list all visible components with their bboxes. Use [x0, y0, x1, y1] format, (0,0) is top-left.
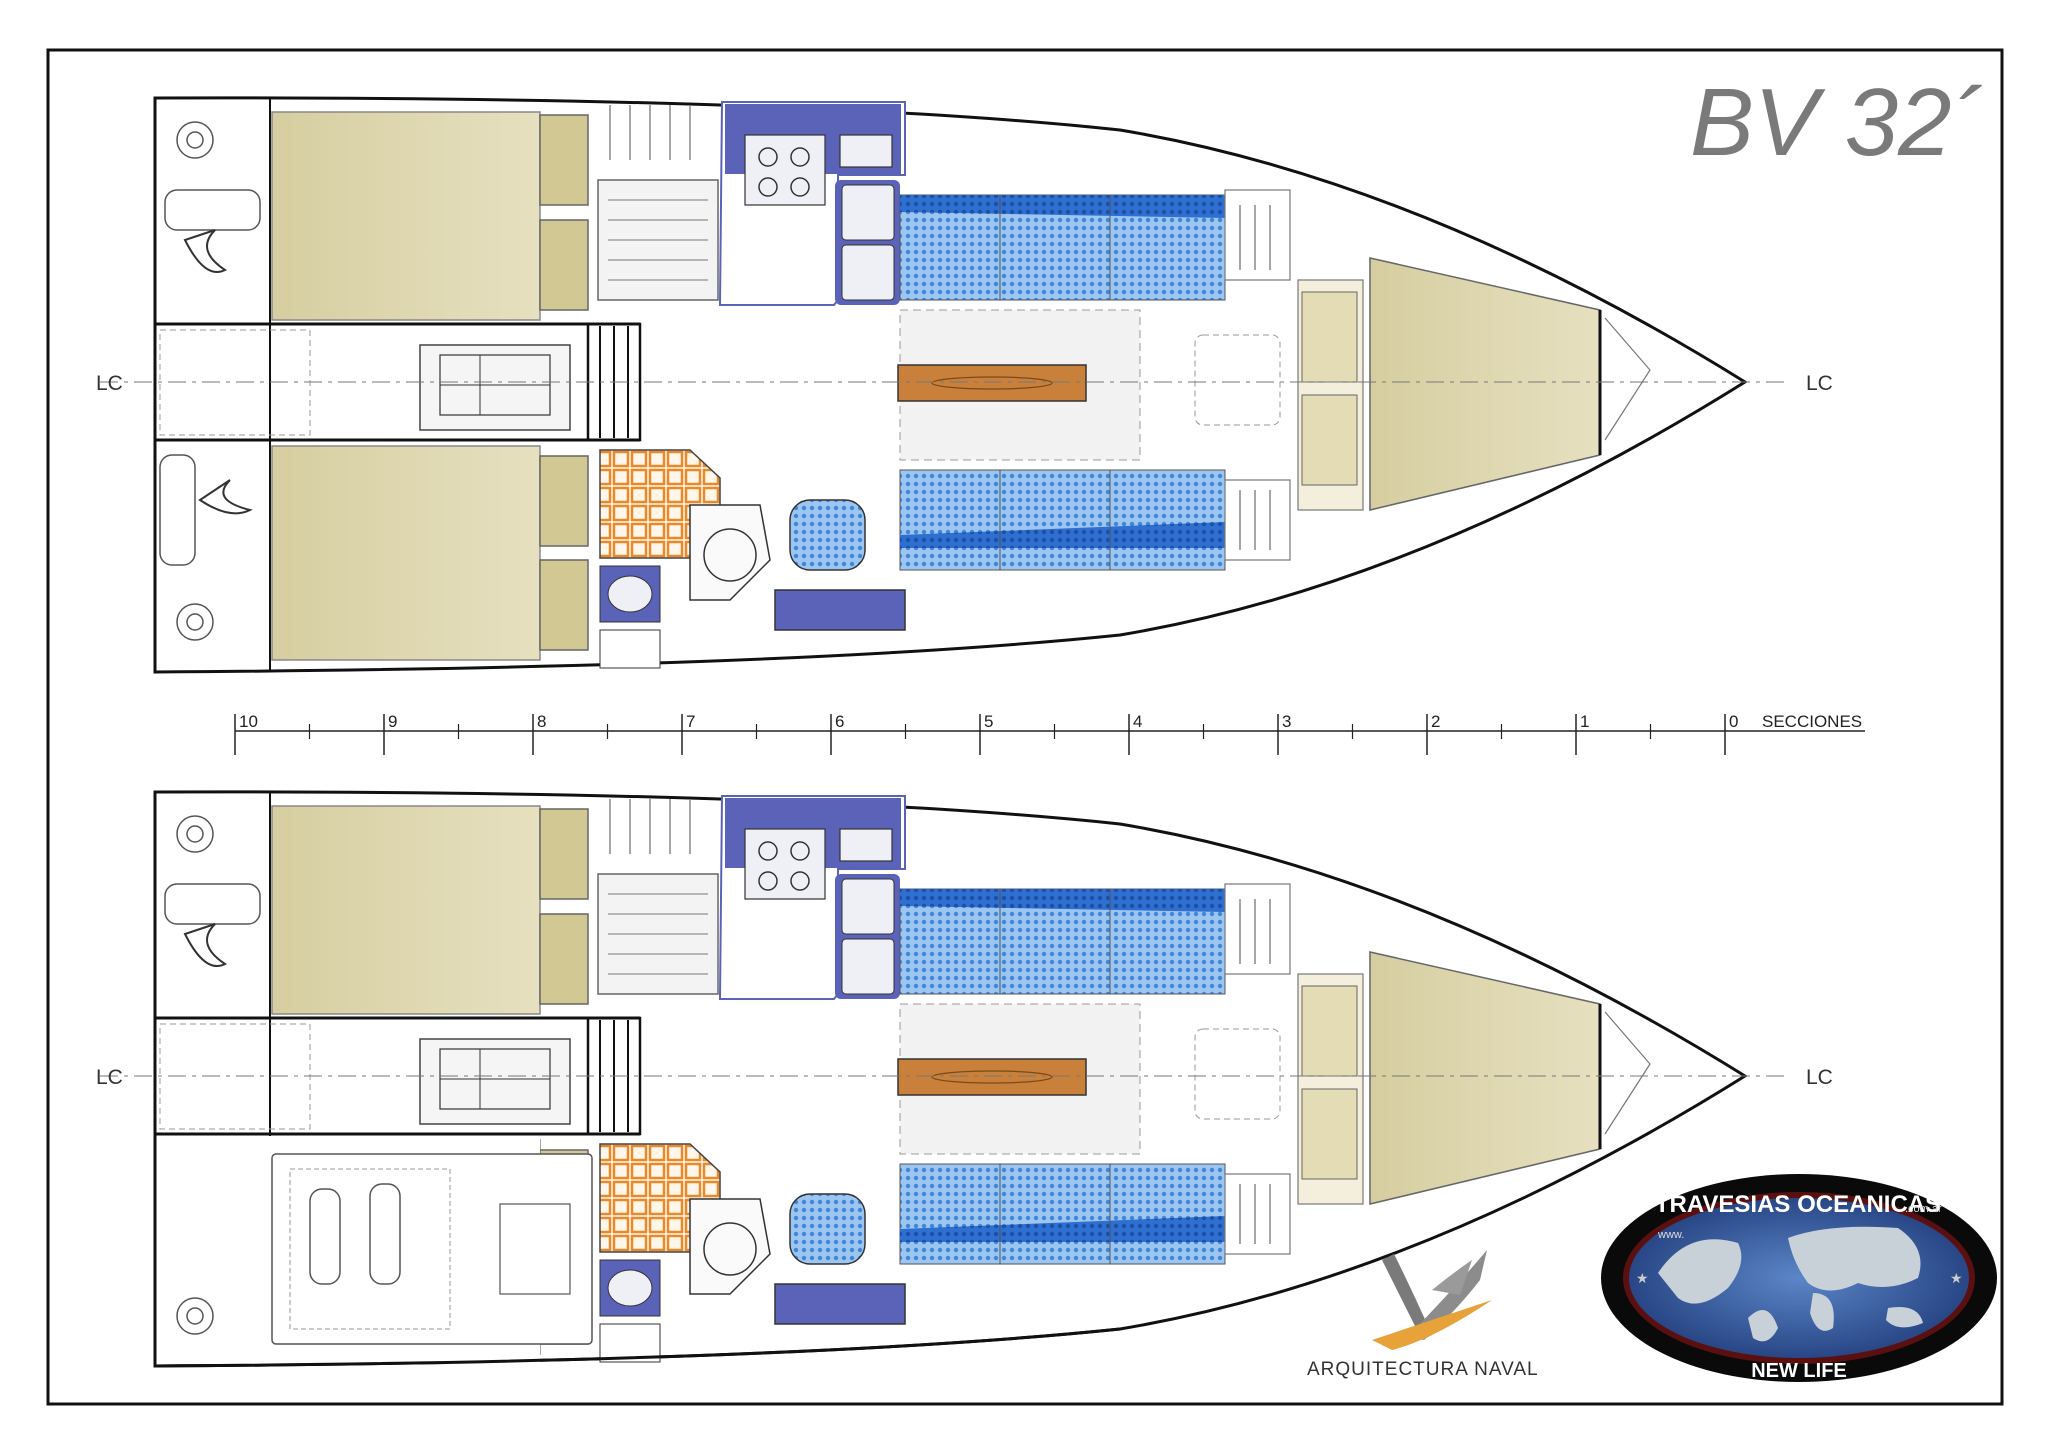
scale-station-label: 9 [388, 712, 397, 731]
badge-domain-suffix: .com.ar [1905, 1203, 1942, 1215]
scale-station-label: 6 [835, 712, 844, 731]
designer-logo [1372, 1250, 1492, 1350]
scale-station-label: 4 [1133, 712, 1142, 731]
scale-station-label: 3 [1282, 712, 1291, 731]
badge-url-prefix: www. [1657, 1229, 1684, 1241]
scale-station-label: 8 [537, 712, 546, 731]
plan-layout-b [98, 790, 1792, 1368]
centerline-label-left-bottom: LC [96, 1066, 123, 1089]
badge-bottom-text: NEW LIFE [1751, 1360, 1847, 1382]
svg-text:★: ★ [1950, 1270, 1963, 1286]
scale-station-label: 10 [239, 712, 258, 731]
centerline-label-right-bottom: LC [1806, 1066, 1833, 1089]
svg-text:★: ★ [1636, 1270, 1649, 1286]
travesias-badge: ★ ★ [1598, 1168, 2000, 1390]
scale-station-label: 7 [686, 712, 695, 731]
scale-station-label: 1 [1580, 712, 1589, 731]
plan-title: BV 32´ [1690, 69, 1983, 176]
badge-top-text: TRAVESIAS OCEANICAS [1655, 1191, 1941, 1218]
sheet-border [46, 48, 2004, 1406]
scale-label: SECCIONES [1762, 712, 1862, 731]
plan-layout-a [98, 96, 1792, 674]
scale-station-label: 2 [1431, 712, 1440, 731]
centerline-label-right-top: LC [1806, 372, 1833, 395]
centerline-label-left-top: LC [96, 372, 123, 395]
designer-name: ARQUITECTURA NAVAL [1307, 1359, 1539, 1380]
scale-station-label: 5 [984, 712, 993, 731]
scale-station-label: 0 [1729, 712, 1738, 731]
